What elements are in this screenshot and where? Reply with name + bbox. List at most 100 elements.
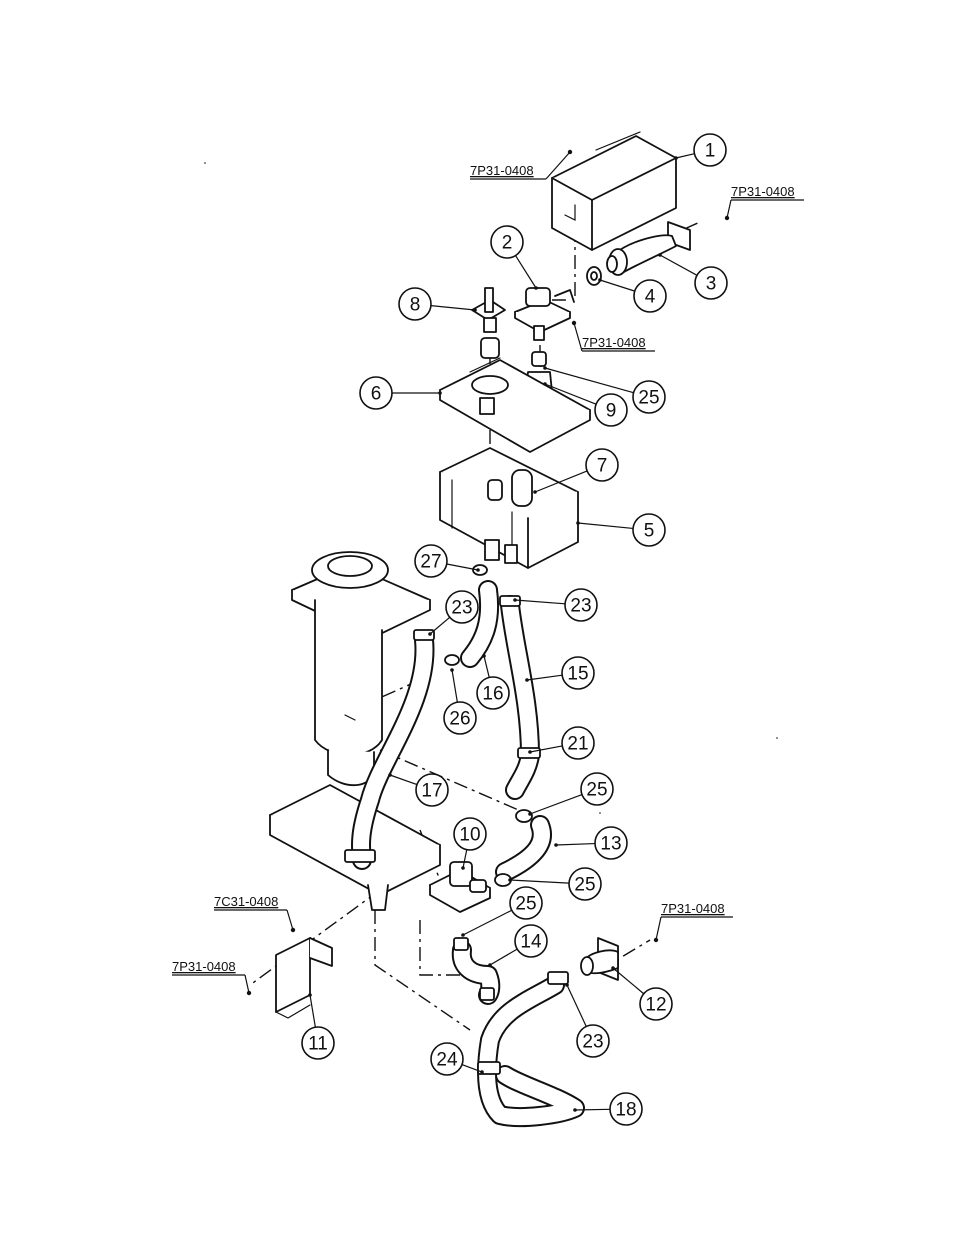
callout-13: 13 [554, 827, 627, 859]
callout-leader-line [490, 949, 517, 965]
callout-leader-dot [533, 490, 537, 494]
reservoir [292, 552, 430, 785]
part-code-text: 7P31-0408 [172, 959, 236, 974]
callout-number: 23 [570, 596, 591, 617]
callout-leader-dot [576, 521, 580, 525]
callout-leader-line [527, 675, 562, 680]
callout-3: 3 [658, 253, 727, 299]
part-code-text: 7P31-0408 [470, 163, 534, 178]
callout-leader-line [516, 256, 536, 288]
callout-leader-dot [598, 278, 602, 282]
callout-number: 23 [582, 1032, 603, 1053]
callout-5: 5 [576, 514, 665, 546]
part-code-leader [574, 323, 582, 351]
callout-leader-dot [534, 286, 538, 290]
callout-leader-dot [525, 678, 529, 682]
callout-16: 16 [477, 654, 509, 709]
part-code-label: 7P31-0408 [654, 901, 733, 942]
callout-2: 2 [491, 226, 538, 290]
callout-leader-line [600, 280, 635, 291]
part-6-lid [440, 358, 590, 452]
callout-11: 11 [302, 993, 334, 1059]
part-code-leader [287, 910, 293, 930]
callout-leader-dot [611, 966, 615, 970]
part-2-valve [515, 288, 574, 340]
callout-leader-dot [658, 253, 662, 257]
callout-leader-line [390, 775, 417, 785]
callout-number: 21 [567, 734, 588, 755]
part-code-label: 7C31-0408 [214, 894, 295, 932]
callout-17: 17 [388, 773, 448, 806]
callout-6: 6 [360, 377, 442, 409]
callout-number: 25 [586, 780, 607, 801]
part-code-label: 7P31-0408 [172, 959, 251, 995]
callout-leader-dot [508, 878, 512, 882]
callout-leader-dot [554, 843, 558, 847]
callout-number: 6 [371, 384, 382, 405]
callout-number: 2 [502, 233, 513, 254]
callout-leader-dot [461, 933, 465, 937]
callout-leader-line [556, 844, 595, 845]
part-code-leader [656, 917, 661, 940]
callout-number: 27 [420, 552, 441, 573]
callout-leader-dot [528, 750, 532, 754]
part-code-text: 7P31-0408 [731, 184, 795, 199]
callout-number: 17 [421, 781, 442, 802]
callout-number: 4 [645, 287, 656, 308]
callout-26: 26 [444, 668, 476, 734]
callout-leader-dot [543, 382, 547, 386]
callout-leader-line [310, 995, 315, 1027]
callout-leader-dot [461, 866, 465, 870]
callout-14: 14 [488, 925, 547, 967]
part-code-dot [572, 321, 576, 325]
callout-7: 7 [533, 449, 618, 494]
callout-leader-line [430, 617, 450, 634]
callout-leader-dot [513, 598, 517, 602]
callout-number: 3 [706, 274, 717, 295]
callout-leader-line [431, 306, 475, 310]
callout-number: 15 [567, 664, 588, 685]
callout-leader-line [510, 880, 569, 883]
callout-number: 5 [644, 521, 655, 542]
callout-8: 8 [399, 288, 477, 320]
callout-leader-dot [388, 773, 392, 777]
part-code-dot [568, 150, 572, 154]
callout-leader-line [660, 255, 697, 275]
callout-leader-dot [480, 1070, 484, 1074]
callout-number: 25 [638, 388, 659, 409]
callout-leader-dot [674, 156, 678, 160]
callout-27: 27 [415, 545, 480, 577]
callout-number: 7 [597, 456, 608, 477]
callout-number: 11 [308, 1034, 328, 1055]
part-4-washer [587, 267, 601, 285]
part-code-dot [247, 991, 251, 995]
callout-leader-dot [428, 632, 432, 636]
callout-leader-line [613, 968, 644, 994]
part-code-leader [245, 975, 249, 993]
part-12-fitting [581, 938, 618, 980]
callout-number: 18 [615, 1100, 636, 1121]
part-code-leader [727, 200, 731, 218]
callout-15: 15 [525, 657, 594, 689]
part-10-drain-valve [430, 862, 490, 912]
callout-leader-line [463, 910, 512, 935]
callout-number: 9 [606, 401, 617, 422]
part-code-dot [291, 928, 295, 932]
callout-number: 8 [410, 295, 421, 316]
part-5-tank [440, 448, 578, 568]
part-8-float-switch [472, 288, 505, 358]
part-code-label: 7P31-0408 [725, 184, 804, 220]
callout-leader-dot [565, 983, 569, 987]
callout-number: 1 [705, 141, 716, 162]
callout-number: 10 [459, 825, 480, 846]
callout-leader-line [567, 985, 586, 1026]
callout-leader-dot [473, 308, 477, 312]
callout-number: 25 [515, 894, 536, 915]
callout-number: 13 [600, 834, 621, 855]
callout-leader-dot [450, 668, 454, 672]
part-code-dot [654, 938, 658, 942]
callout-12: 12 [611, 966, 672, 1020]
part-code-dot [725, 216, 729, 220]
callout-leader-line [676, 154, 694, 158]
callout-leader-line [575, 1109, 610, 1110]
